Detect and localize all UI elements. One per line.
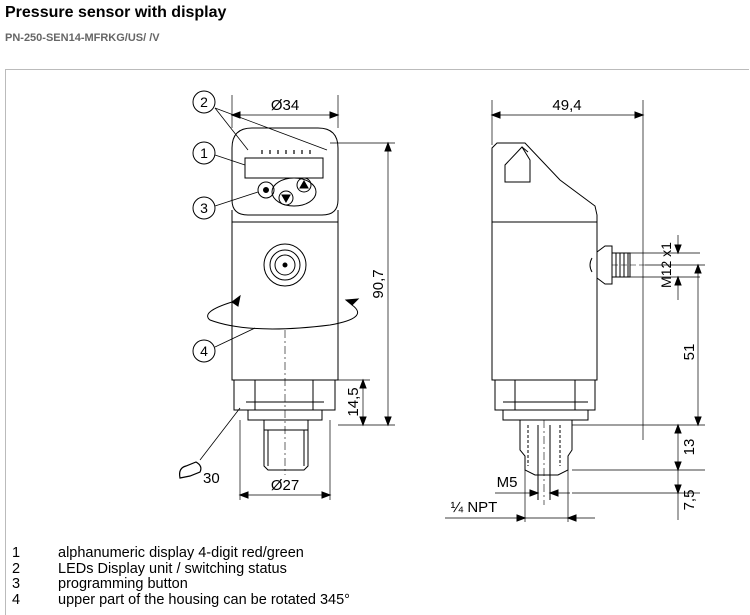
legend-row: 4 upper part of the housing can be rotat… bbox=[12, 591, 350, 609]
legend-number: 4 bbox=[12, 591, 21, 608]
hex-nut bbox=[233, 380, 336, 411]
legend-row: 3 programming button bbox=[12, 576, 350, 593]
display-window bbox=[244, 157, 324, 179]
part-number: PN-250-SEN14-MFRKG/US/ /V bbox=[5, 32, 160, 44]
legend-text: upper part of the housing can be rotated… bbox=[58, 591, 350, 608]
housing-top bbox=[231, 127, 339, 216]
legend-text: LEDs Display unit / switching status bbox=[58, 560, 287, 577]
side-connector bbox=[596, 245, 613, 285]
callout-2-circle bbox=[192, 90, 216, 114]
dim-13: 13 bbox=[681, 439, 698, 456]
side-housing bbox=[491, 142, 598, 381]
callout-3: 3 bbox=[200, 200, 208, 216]
wrench-icon bbox=[179, 461, 202, 479]
set-button bbox=[257, 181, 275, 199]
front-view bbox=[179, 90, 395, 500]
connector-outer bbox=[263, 243, 307, 287]
callout-4-circle bbox=[192, 339, 216, 363]
dim-npt: ¼ NPT bbox=[451, 499, 498, 516]
down-button bbox=[278, 190, 294, 206]
dim-diameter-bottom: Ø27 bbox=[271, 477, 299, 494]
callout-2: 2 bbox=[200, 94, 208, 110]
rotation-arrow bbox=[207, 301, 358, 330]
dim-diameter-top: Ø34 bbox=[271, 97, 299, 114]
legend-number: 2 bbox=[12, 560, 21, 577]
dim-m5: M5 bbox=[497, 474, 518, 491]
callout-3-circle bbox=[192, 196, 216, 220]
thread bbox=[263, 420, 309, 471]
up-button bbox=[296, 177, 312, 193]
dim-connector: M12 x1 bbox=[658, 242, 674, 288]
page-title: Pressure sensor with display bbox=[5, 4, 227, 21]
wrench-size: 30 bbox=[203, 470, 220, 487]
arrow-buttons-frame bbox=[271, 177, 317, 207]
legend: 1 alphanumeric display 4-digit red/green… bbox=[12, 545, 350, 609]
side-thread bbox=[519, 420, 573, 476]
dim-51: 51 bbox=[681, 344, 698, 361]
callout-1: 1 bbox=[200, 145, 208, 161]
legend-row: 1 alphanumeric display 4-digit red/green bbox=[12, 545, 350, 562]
dim-depth: 49,4 bbox=[552, 97, 581, 114]
housing-body bbox=[231, 210, 339, 381]
led-ticks bbox=[261, 150, 311, 154]
drawing-frame bbox=[5, 69, 749, 615]
legend-number: 3 bbox=[12, 576, 21, 592]
dim-height-hex: 14,5 bbox=[345, 387, 362, 416]
dim-height-total: 90,7 bbox=[370, 269, 387, 298]
side-view bbox=[445, 100, 705, 522]
dim-7-5: 7,5 bbox=[681, 490, 698, 511]
callout-4: 4 bbox=[200, 343, 208, 359]
legend-text: programming button bbox=[58, 576, 188, 592]
legend-number: 1 bbox=[12, 545, 21, 561]
legend-text: alphanumeric display 4-digit red/green bbox=[58, 545, 304, 561]
callout-1-circle bbox=[192, 141, 216, 165]
legend-row: 2 LEDs Display unit / switching status bbox=[12, 560, 350, 578]
side-display bbox=[504, 146, 531, 183]
